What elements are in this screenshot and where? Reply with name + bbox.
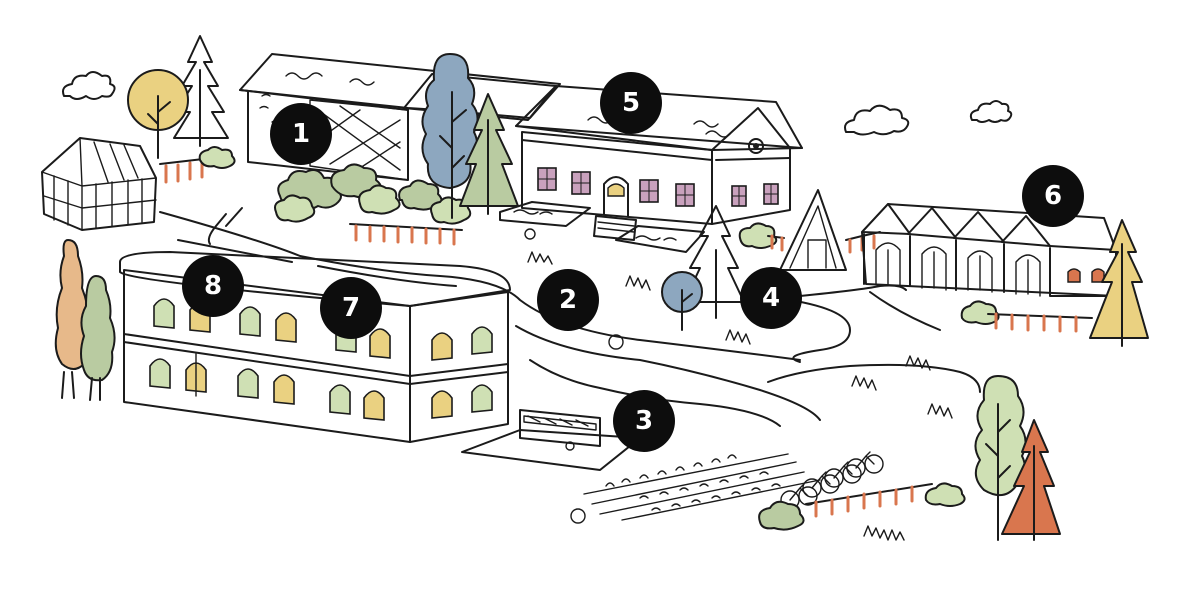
cypress-tree-sage: [80, 275, 116, 401]
manholes: [524, 228, 624, 524]
marker-7[interactable]: 7: [320, 277, 382, 339]
bicycles: [780, 451, 884, 510]
paths: [159, 207, 981, 427]
fence: [349, 223, 463, 246]
bike-parking: [583, 453, 821, 521]
marker-8[interactable]: 8: [182, 255, 244, 317]
pine-tree-rust: [1001, 419, 1061, 541]
cypress-tree-orange: [54, 239, 92, 399]
a-frame-cabin: [738, 189, 881, 271]
pine-tree-sage: [459, 93, 519, 215]
marker-1[interactable]: 1: [270, 103, 332, 165]
grass-tufts: [527, 251, 953, 541]
tall-tree-blue: [421, 53, 479, 219]
marker-6[interactable]: 6: [1022, 165, 1084, 227]
marker-2[interactable]: 2: [537, 269, 599, 331]
pine-tree-yellow: [1089, 219, 1149, 347]
windows-lower: [149, 358, 493, 421]
pine-tree: [683, 205, 745, 319]
cloud-icon: [62, 71, 116, 100]
greenhouse: [41, 137, 157, 231]
fence: [159, 146, 236, 184]
windows: [537, 167, 779, 207]
marker-4[interactable]: 4: [740, 267, 802, 329]
building-6-garages: [861, 203, 1117, 333]
pine-tree: [173, 35, 229, 147]
building-5-main-house: [499, 85, 803, 253]
bush-cluster: [758, 482, 966, 531]
cloud-icon: [969, 100, 1013, 123]
round-tree-yellow: [127, 69, 189, 159]
tall-tree-green: [974, 375, 1027, 541]
marker-3[interactable]: 3: [613, 390, 675, 452]
round-tree-blue: [661, 271, 703, 331]
building-7-8-long-hall: [119, 251, 511, 443]
cloud-icon: [844, 104, 910, 136]
windows-upper: [153, 298, 493, 361]
marker-5[interactable]: 5: [600, 72, 662, 134]
